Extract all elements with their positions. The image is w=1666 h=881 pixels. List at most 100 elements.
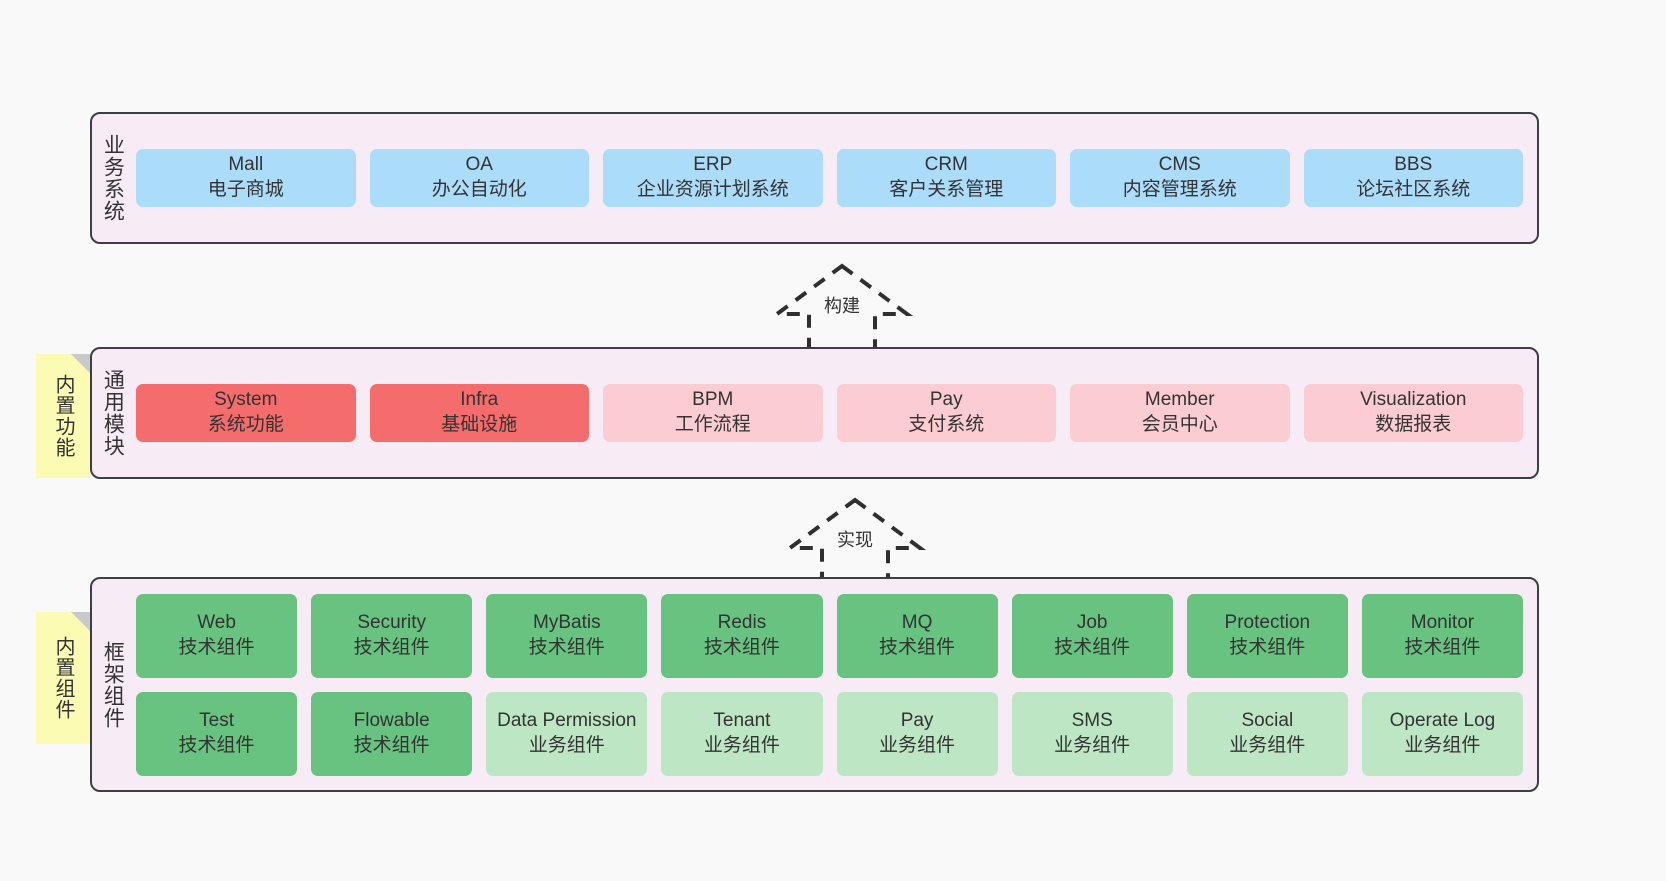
card-title: Data Permission: [497, 709, 637, 731]
card-subtitle: 电子商城: [207, 179, 284, 200]
card-title: BPM: [692, 389, 734, 411]
card-subtitle: 企业资源计划系统: [636, 179, 789, 200]
card-title: MyBatis: [533, 611, 601, 633]
card-subtitle: 业务组件: [1229, 734, 1306, 756]
card-title: Tenant: [713, 709, 771, 731]
card-title: Security: [357, 611, 426, 633]
card-title: ERP: [693, 154, 733, 176]
card-title: Job: [1076, 611, 1108, 633]
card-web[interactable]: Web 技术组件: [136, 593, 298, 678]
card-title: Protection: [1224, 611, 1311, 633]
layer-business-systems: 业务系统 Mall 电子商城 OA 办公自动化 ERP 企业资源计划系统 CRM…: [90, 112, 1539, 244]
card-subtitle: 论坛社区系统: [1356, 179, 1471, 200]
card-title: Operate Log: [1389, 709, 1496, 731]
card-pay[interactable]: Pay 支付系统: [836, 384, 1056, 442]
card-mq[interactable]: MQ 技术组件: [836, 593, 998, 678]
card-subtitle: 客户关系管理: [889, 179, 1004, 200]
card-bbs[interactable]: BBS 论坛社区系统: [1303, 149, 1523, 207]
connector-label: 实现: [835, 526, 875, 552]
card-job[interactable]: Job 技术组件: [1011, 593, 1173, 678]
card-redis[interactable]: Redis 技术组件: [661, 593, 823, 678]
card-subtitle: 技术组件: [353, 734, 430, 756]
card-mybatis[interactable]: MyBatis 技术组件: [486, 593, 648, 678]
card-subtitle: 技术组件: [1404, 636, 1481, 658]
card-data-permission[interactable]: Data Permission 业务组件: [486, 691, 648, 776]
card-title: MQ: [901, 611, 933, 633]
card-title: System: [214, 389, 278, 411]
card-system[interactable]: System 系统功能: [136, 384, 356, 442]
card-subtitle: 技术组件: [879, 636, 956, 658]
layer-body-common-modules: System 系统功能 Infra 基础设施 BPM 工作流程 Pay 支付系统…: [132, 349, 1537, 477]
card-title: Infra: [460, 389, 499, 411]
card-protection[interactable]: Protection 技术组件: [1186, 593, 1348, 678]
card-test[interactable]: Test 技术组件: [136, 691, 298, 776]
card-title: Redis: [717, 611, 767, 633]
card-row: Web 技术组件 Security 技术组件 MyBatis 技术组件 Redi…: [136, 593, 1523, 678]
card-title: CMS: [1158, 154, 1201, 176]
folded-corner-icon: [71, 612, 90, 631]
card-subtitle: 系统功能: [207, 414, 284, 435]
folded-corner-icon: [71, 354, 90, 373]
card-subtitle: 支付系统: [908, 414, 985, 435]
card-operate-log[interactable]: Operate Log 业务组件: [1361, 691, 1523, 776]
card-sms[interactable]: SMS 业务组件: [1011, 691, 1173, 776]
card-subtitle: 业务组件: [703, 734, 780, 756]
card-monitor[interactable]: Monitor 技术组件: [1361, 593, 1523, 678]
card-visualization[interactable]: Visualization 数据报表: [1303, 384, 1523, 442]
layer-common-modules: 通用模块 System 系统功能 Infra 基础设施 BPM 工作流程 Pay…: [90, 347, 1539, 479]
card-title: Member: [1144, 389, 1215, 411]
card-bpm[interactable]: BPM 工作流程: [603, 384, 823, 442]
card-row: System 系统功能 Infra 基础设施 BPM 工作流程 Pay 支付系统…: [136, 384, 1523, 442]
card-infra[interactable]: Infra 基础设施: [369, 384, 589, 442]
card-subtitle: 会员中心: [1141, 414, 1218, 435]
card-subtitle: 办公自动化: [431, 179, 527, 200]
card-subtitle: 技术组件: [178, 734, 255, 756]
card-subtitle: 工作流程: [674, 414, 751, 435]
card-title: Web: [197, 611, 236, 633]
note-tab-builtin-features: 内置功能: [36, 354, 90, 478]
note-tab-label: 内置组件: [52, 636, 74, 720]
card-pay-business[interactable]: Pay 业务组件: [836, 691, 998, 776]
card-row: Mall 电子商城 OA 办公自动化 ERP 企业资源计划系统 CRM 客户关系…: [136, 149, 1523, 207]
card-title: CRM: [924, 154, 968, 176]
layer-body-business-systems: Mall 电子商城 OA 办公自动化 ERP 企业资源计划系统 CRM 客户关系…: [132, 114, 1537, 242]
card-subtitle: 业务组件: [879, 734, 956, 756]
card-grid: Web 技术组件 Security 技术组件 MyBatis 技术组件 Redi…: [136, 593, 1523, 776]
card-oa[interactable]: OA 办公自动化: [369, 149, 589, 207]
card-security[interactable]: Security 技术组件: [311, 593, 473, 678]
card-subtitle: 技术组件: [703, 636, 780, 658]
note-tab-label: 内置功能: [52, 374, 74, 458]
card-subtitle: 技术组件: [178, 636, 255, 658]
note-tab-builtin-components: 内置组件: [36, 612, 90, 744]
card-subtitle: 业务组件: [528, 734, 605, 756]
card-title: Social: [1241, 709, 1294, 731]
connector-label: 构建: [822, 292, 862, 318]
card-title: Pay: [929, 389, 963, 411]
card-title: Pay: [900, 709, 934, 731]
card-title: Flowable: [353, 709, 430, 731]
card-title: OA: [465, 154, 493, 176]
card-title: BBS: [1394, 154, 1433, 176]
card-erp[interactable]: ERP 企业资源计划系统: [603, 149, 823, 207]
card-flowable[interactable]: Flowable 技术组件: [311, 691, 473, 776]
card-member[interactable]: Member 会员中心: [1070, 384, 1290, 442]
layer-title-business-systems: 业务系统: [101, 134, 125, 222]
card-subtitle: 技术组件: [528, 636, 605, 658]
card-title: Test: [199, 709, 234, 731]
layer-framework-components: 框架组件 Web 技术组件 Security 技术组件 MyBatis 技术组件: [90, 577, 1539, 792]
card-row: Test 技术组件 Flowable 技术组件 Data Permission …: [136, 691, 1523, 776]
card-title: Visualization: [1360, 389, 1467, 411]
card-subtitle: 内容管理系统: [1122, 179, 1237, 200]
layer-title-framework-components: 框架组件: [101, 640, 125, 729]
card-mall[interactable]: Mall 电子商城: [136, 149, 356, 207]
card-social[interactable]: Social 业务组件: [1186, 691, 1348, 776]
card-subtitle: 技术组件: [1229, 636, 1306, 658]
card-tenant[interactable]: Tenant 业务组件: [661, 691, 823, 776]
layer-title-common-modules: 通用模块: [101, 369, 125, 457]
card-cms[interactable]: CMS 内容管理系统: [1070, 149, 1290, 207]
card-title: SMS: [1071, 709, 1113, 731]
card-crm[interactable]: CRM 客户关系管理: [836, 149, 1056, 207]
card-title: Monitor: [1410, 611, 1475, 633]
card-subtitle: 业务组件: [1054, 734, 1131, 756]
